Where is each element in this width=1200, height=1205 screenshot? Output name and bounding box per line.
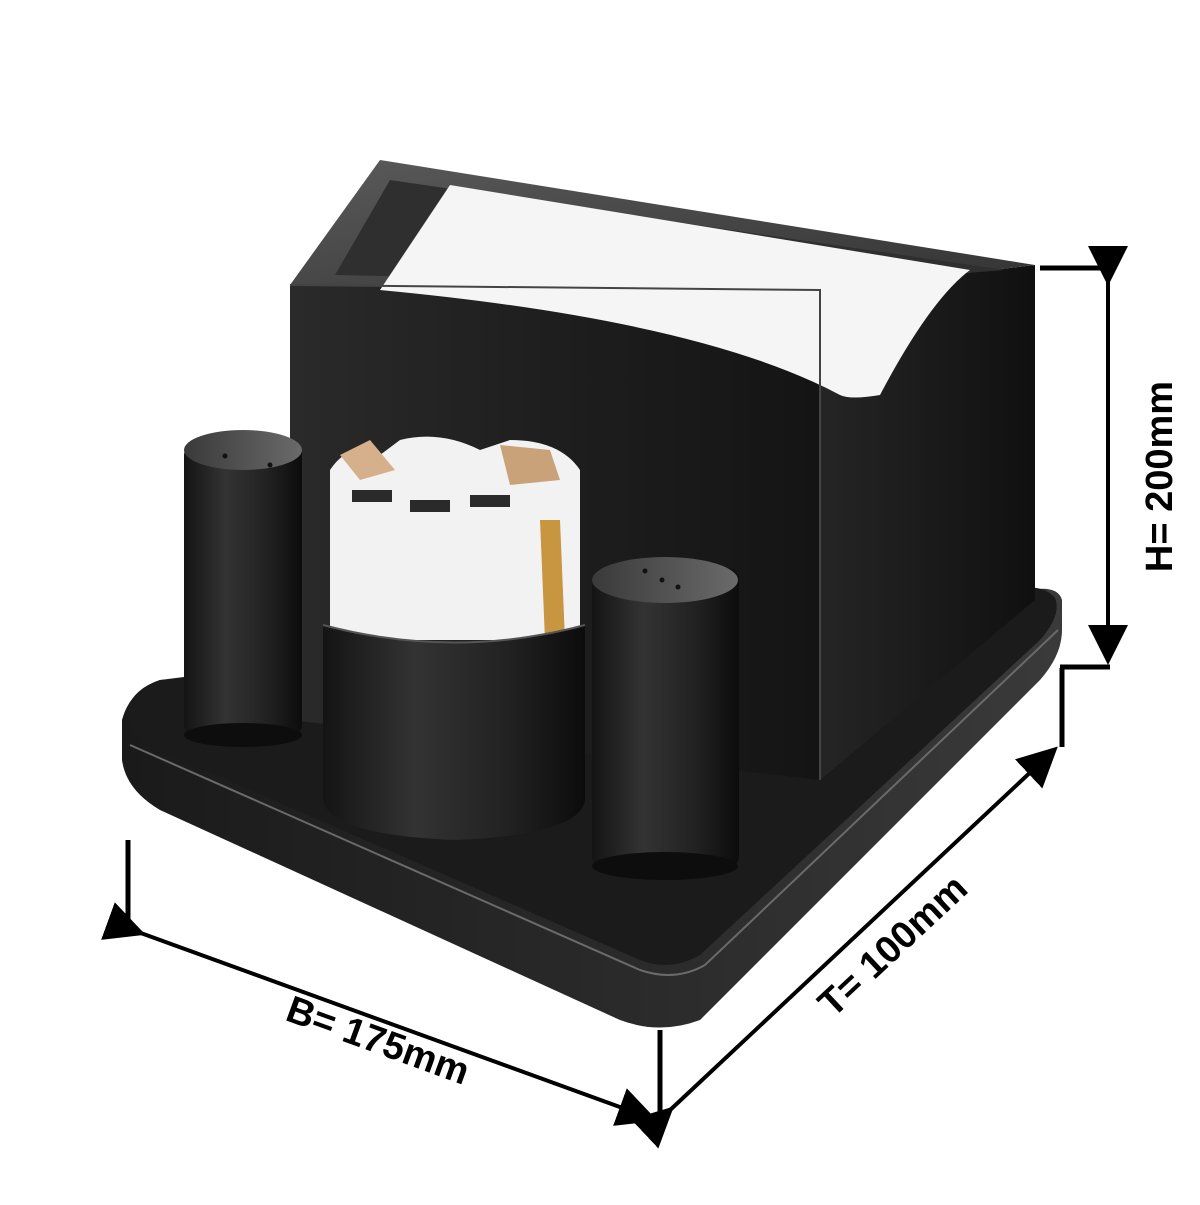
dimension-lines xyxy=(101,246,1128,1149)
sachet-cup xyxy=(322,436,586,840)
shaker-left xyxy=(184,430,302,747)
napkins xyxy=(380,185,970,398)
shaker-right xyxy=(592,557,739,880)
height-label: H= 200mm xyxy=(1139,380,1182,573)
